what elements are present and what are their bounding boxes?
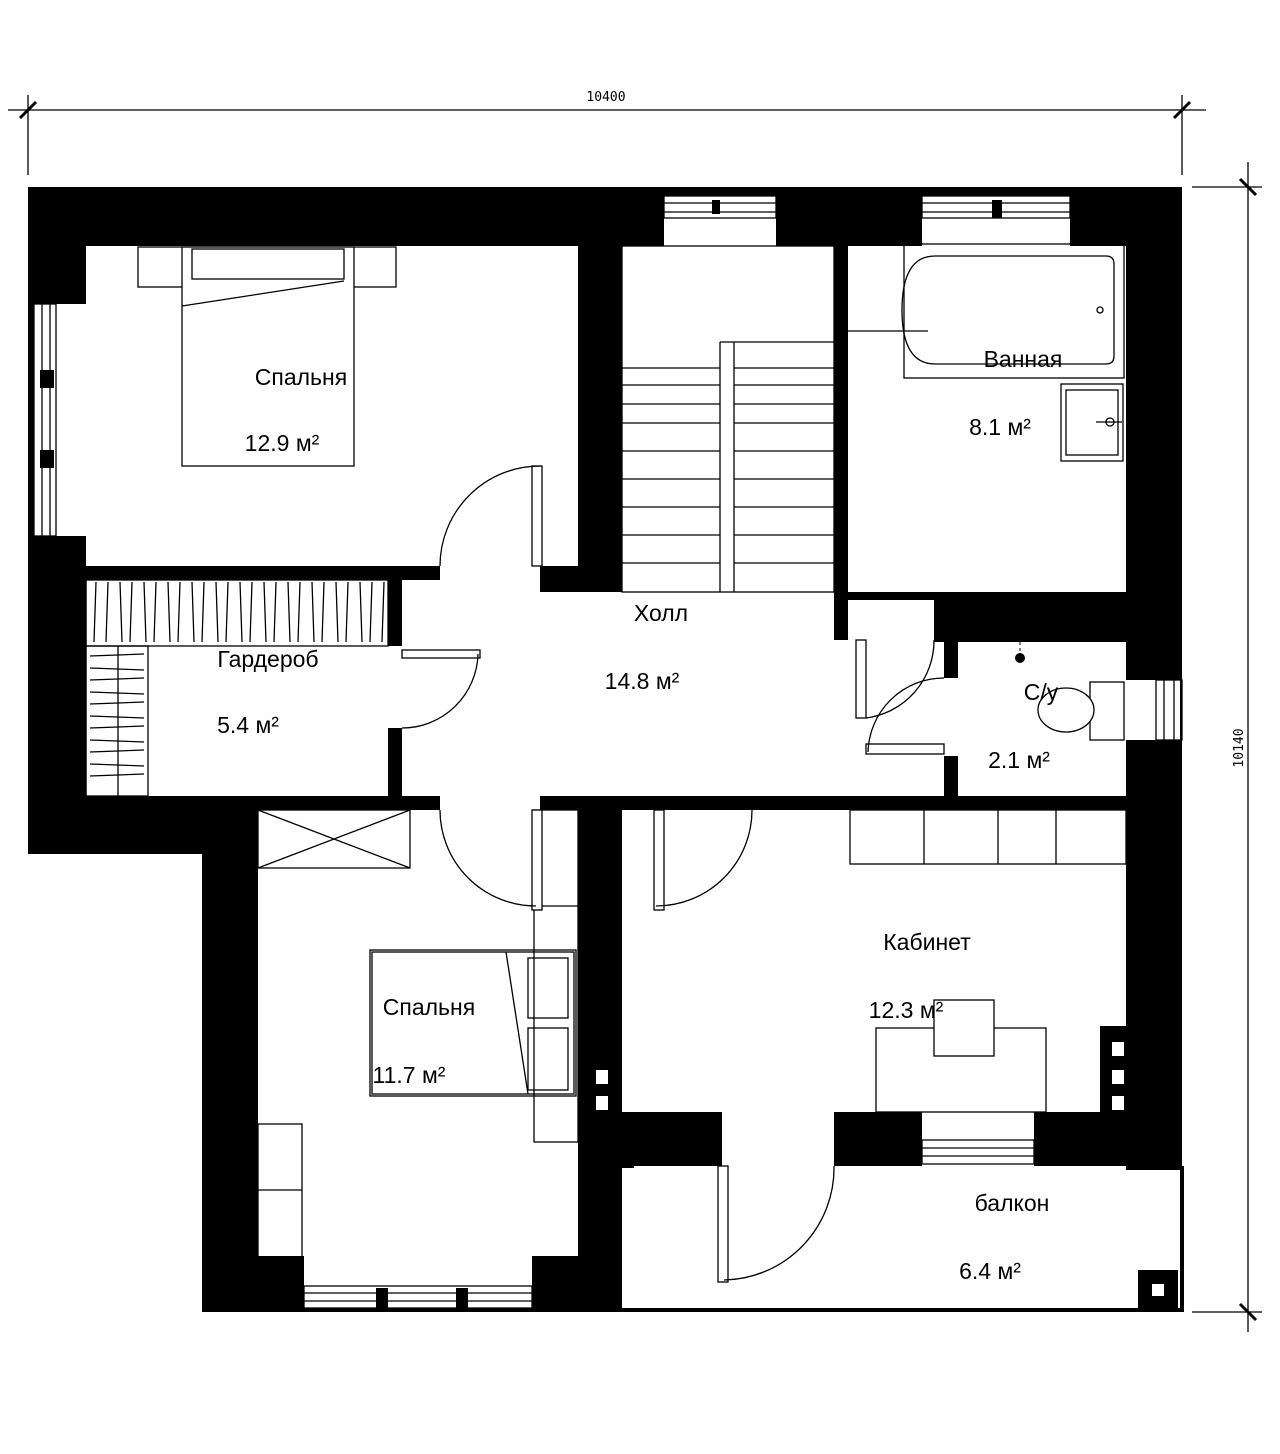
toilet bbox=[1015, 618, 1125, 741]
room-wc-name: С/у bbox=[1024, 679, 1059, 705]
window-bedroom-left bbox=[33, 303, 57, 537]
wardrobe-rack bbox=[85, 579, 389, 797]
office-desk bbox=[875, 999, 1047, 1113]
dimension-height: 10140 bbox=[1192, 162, 1262, 1332]
dimension-height-label: 10140 bbox=[1232, 728, 1247, 767]
door-bedroom-1 bbox=[439, 465, 543, 567]
double-bed bbox=[137, 246, 397, 467]
room-bathroom-name: Ванная bbox=[984, 346, 1063, 372]
window-wc-right bbox=[1155, 679, 1183, 741]
room-bedroom-2-name: Спальня bbox=[383, 994, 475, 1020]
room-balcony-area: 6.4 м² bbox=[959, 1258, 1021, 1284]
single-bed bbox=[369, 949, 577, 1097]
room-office-name: Кабинет bbox=[883, 929, 971, 955]
bathtub bbox=[848, 243, 1125, 379]
door-bedroom-2 bbox=[439, 809, 543, 911]
room-balcony-name: балкон bbox=[975, 1190, 1050, 1216]
dimension-width-label: 10400 bbox=[586, 90, 625, 105]
dimension-width: 10400 bbox=[8, 90, 1206, 175]
bathroom-sink bbox=[1060, 383, 1124, 462]
door-wc bbox=[865, 677, 945, 755]
room-bedroom-2-area: 11.7 м² bbox=[373, 1062, 446, 1088]
walls bbox=[28, 187, 1184, 1312]
room-office-area: 12.3 м² bbox=[869, 997, 944, 1023]
room-bathroom-area: 8.1 м² bbox=[969, 414, 1031, 440]
room-hall-area: 14.8 м² bbox=[605, 668, 680, 694]
room-hall-name: Холл bbox=[634, 600, 688, 626]
door-balcony bbox=[717, 1165, 835, 1283]
staircase bbox=[621, 245, 835, 593]
door-bathroom bbox=[855, 639, 935, 719]
window-office-bottom bbox=[921, 1139, 1035, 1165]
door-office bbox=[653, 809, 753, 911]
office-shelving bbox=[849, 809, 1127, 865]
room-wc-area: 2.1 м² bbox=[988, 747, 1050, 773]
wardrobe-cabinet bbox=[257, 809, 411, 869]
room-wardrobe-area: 5.4 м² bbox=[217, 712, 279, 738]
room-wardrobe-name: Гардероб bbox=[217, 646, 318, 672]
room-bedroom-1-name: Спальня bbox=[255, 364, 347, 390]
wall-vents bbox=[596, 1042, 1164, 1308]
window-bedroom-bottom bbox=[303, 1285, 533, 1309]
room-bedroom-1-area: 12.9 м² bbox=[245, 430, 320, 456]
door-wardrobe bbox=[401, 649, 481, 729]
